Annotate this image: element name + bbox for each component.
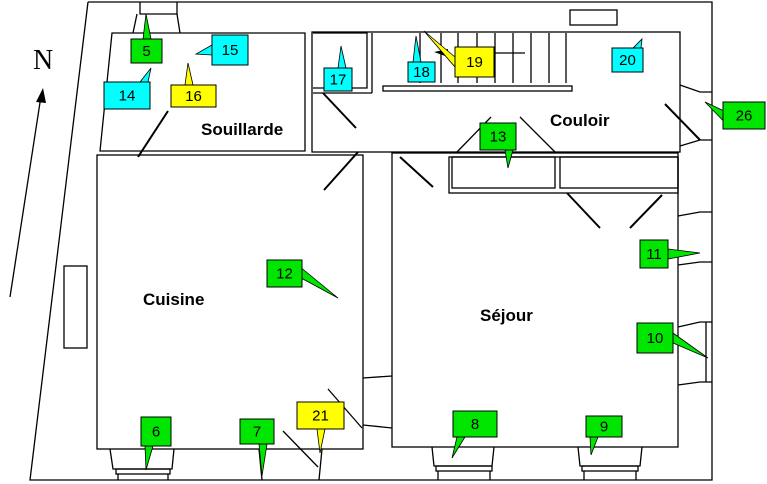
marker-pointer xyxy=(258,443,268,477)
marker-12[interactable]: 12 xyxy=(266,259,339,299)
marker-box xyxy=(103,81,151,110)
marker-26[interactable]: 26 xyxy=(704,101,766,130)
marker-19[interactable]: 19 xyxy=(423,30,495,78)
marker-box xyxy=(611,47,644,73)
marker-label: 14 xyxy=(119,88,136,105)
room-souillarde xyxy=(99,32,306,152)
room-label-couloir: Couloir xyxy=(550,111,610,130)
marker-box xyxy=(636,322,674,354)
marker-pointer xyxy=(194,44,213,56)
marker-label: 26 xyxy=(736,108,753,125)
room-label-sejour: Séjour xyxy=(480,306,533,325)
cupboards xyxy=(448,156,679,194)
marker-box xyxy=(130,38,163,64)
marker-box xyxy=(407,61,436,83)
room-cuisine xyxy=(96,154,364,450)
marker-label: 13 xyxy=(490,129,507,146)
north-arrow: N xyxy=(9,45,53,298)
marker-box xyxy=(585,415,623,438)
chimney xyxy=(132,2,618,34)
marker-pointer xyxy=(139,67,152,83)
marker-pointer xyxy=(704,101,724,122)
marker-box xyxy=(140,416,172,447)
north-label: N xyxy=(33,45,53,76)
marker-label: 20 xyxy=(619,52,636,69)
marker-14[interactable]: 14 xyxy=(103,67,152,110)
marker-8[interactable]: 8 xyxy=(451,410,498,459)
marker-label: 10 xyxy=(647,330,664,347)
marker-21[interactable]: 21 xyxy=(296,401,345,454)
marker-label: 6 xyxy=(152,424,160,441)
marker-label: 8 xyxy=(471,416,479,433)
marker-15[interactable]: 15 xyxy=(194,34,249,66)
marker-6[interactable]: 6 xyxy=(140,416,172,471)
marker-label: 12 xyxy=(276,266,293,283)
marker-17[interactable]: 17 xyxy=(323,45,353,92)
marker-box xyxy=(323,67,353,92)
marker-5[interactable]: 5 xyxy=(130,13,163,64)
outer-walls xyxy=(29,1,713,481)
marker-box xyxy=(454,46,495,78)
marker-box xyxy=(639,239,669,269)
marker-16[interactable]: 16 xyxy=(170,62,217,108)
marker-pointer xyxy=(301,267,339,299)
marker-pointer xyxy=(184,62,194,86)
marker-pointer xyxy=(142,13,152,40)
bottom-windows xyxy=(109,446,643,481)
marker-box xyxy=(479,122,517,151)
marker-9[interactable]: 9 xyxy=(585,415,623,456)
marker-label: 9 xyxy=(600,419,608,436)
marker-box xyxy=(266,259,303,288)
marker-box xyxy=(239,418,275,445)
room-label-souillarde: Souillarde xyxy=(201,120,283,139)
markers: 5 15 14 16 17 18 19 20 26 13 11 12 10 6 7 21 8 9 xyxy=(103,13,766,477)
marker-label: 11 xyxy=(646,246,662,263)
doors xyxy=(137,92,701,468)
marker-box xyxy=(296,401,345,430)
marker-7[interactable]: 7 xyxy=(239,418,275,477)
marker-label: 5 xyxy=(142,43,150,60)
room-sejour xyxy=(391,152,679,448)
marker-pointer xyxy=(144,445,154,471)
marker-box xyxy=(211,34,249,66)
marker-pointer xyxy=(337,45,347,69)
marker-18[interactable]: 18 xyxy=(407,35,436,83)
marker-box xyxy=(452,410,498,438)
marker-20[interactable]: 20 xyxy=(611,37,644,73)
passages xyxy=(362,84,712,429)
marker-11[interactable]: 11 xyxy=(639,239,701,269)
marker-box xyxy=(170,84,217,108)
marker-pointer xyxy=(504,149,514,169)
marker-label: 17 xyxy=(330,72,347,89)
marker-pointer xyxy=(667,248,701,260)
marker-13[interactable]: 13 xyxy=(479,122,517,169)
marker-label: 18 xyxy=(413,64,430,81)
marker-pointer xyxy=(632,37,643,49)
marker-label: 21 xyxy=(312,408,329,425)
marker-box xyxy=(722,101,766,130)
marker-label: 15 xyxy=(222,42,239,59)
marker-10[interactable]: 10 xyxy=(636,322,709,359)
room-label-cuisine: Cuisine xyxy=(143,290,204,309)
window-cuisine-west xyxy=(63,265,88,349)
marker-label: 19 xyxy=(466,54,483,71)
marker-label: 16 xyxy=(185,88,202,105)
marker-pointer xyxy=(589,436,599,456)
marker-label: 7 xyxy=(253,424,261,441)
